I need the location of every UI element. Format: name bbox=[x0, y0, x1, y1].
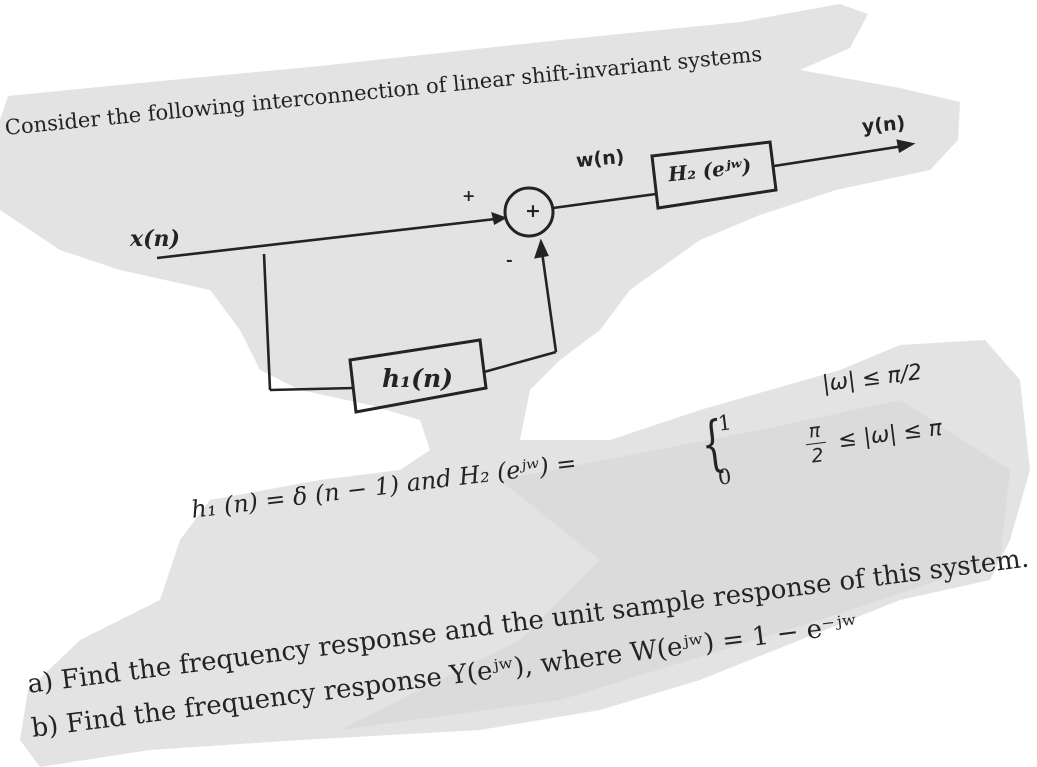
h2-block bbox=[650, 140, 778, 210]
input-line bbox=[156, 216, 505, 260]
minus-input-sign: - bbox=[506, 250, 513, 269]
summing-node-sign: + bbox=[525, 200, 541, 222]
output-signal-label: y(n) bbox=[861, 112, 907, 138]
branch-down-line bbox=[262, 253, 272, 391]
feedback-up-line bbox=[540, 251, 558, 353]
sum-to-h2-line bbox=[552, 192, 657, 210]
input-signal-label: x(n) bbox=[130, 226, 180, 252]
case1-value: 1 bbox=[716, 410, 733, 436]
output-line bbox=[773, 143, 911, 168]
h1-out-line bbox=[483, 350, 557, 374]
block-diagram-lines bbox=[156, 139, 916, 414]
case2-value: 0 bbox=[716, 464, 733, 490]
h1-block bbox=[348, 338, 488, 414]
plus-input-sign: + bbox=[462, 186, 476, 205]
summing-node bbox=[503, 186, 555, 238]
paper-shadow bbox=[340, 400, 1010, 730]
h1-block-label: h₁(n) bbox=[382, 364, 453, 393]
output-arrowhead bbox=[896, 139, 916, 154]
intermediate-signal-label: w(n) bbox=[575, 145, 626, 173]
fraction-denominator: 2 bbox=[810, 444, 825, 468]
branch-to-h1-line bbox=[269, 386, 355, 392]
input-arrowhead bbox=[491, 211, 508, 225]
feedback-arrowhead bbox=[534, 238, 549, 259]
fraction-numerator: π bbox=[803, 418, 826, 446]
